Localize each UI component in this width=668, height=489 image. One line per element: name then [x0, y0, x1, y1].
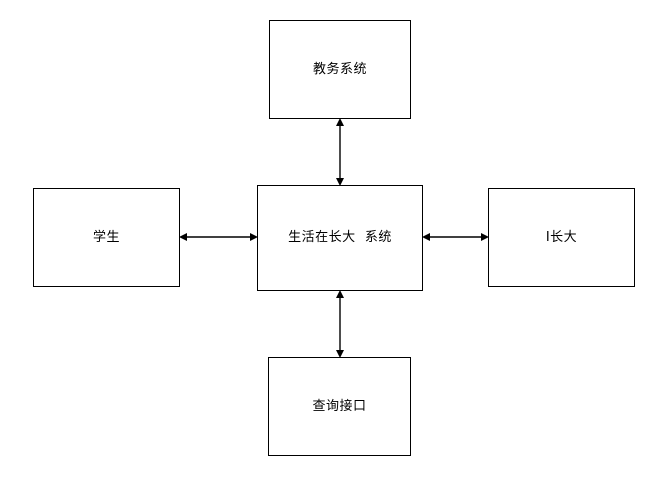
- connector-center-to-top: [333, 118, 347, 186]
- connector-center-to-right: [422, 230, 489, 244]
- node-left[interactable]: 学生: [33, 188, 180, 287]
- node-bottom[interactable]: 查询接口: [268, 357, 411, 456]
- node-left-label: 学生: [92, 229, 120, 245]
- node-right-label: I长大: [545, 229, 578, 245]
- connector-left-to-center: [179, 230, 258, 244]
- node-center[interactable]: 生活在长大 系统: [257, 185, 423, 291]
- node-right[interactable]: I长大: [488, 188, 635, 287]
- node-top[interactable]: 教务系统: [269, 20, 411, 119]
- connector-center-to-bottom: [333, 290, 347, 358]
- node-top-label: 教务系统: [312, 61, 367, 77]
- node-bottom-label: 查询接口: [312, 398, 367, 414]
- node-center-label: 生活在长大 系统: [288, 230, 392, 246]
